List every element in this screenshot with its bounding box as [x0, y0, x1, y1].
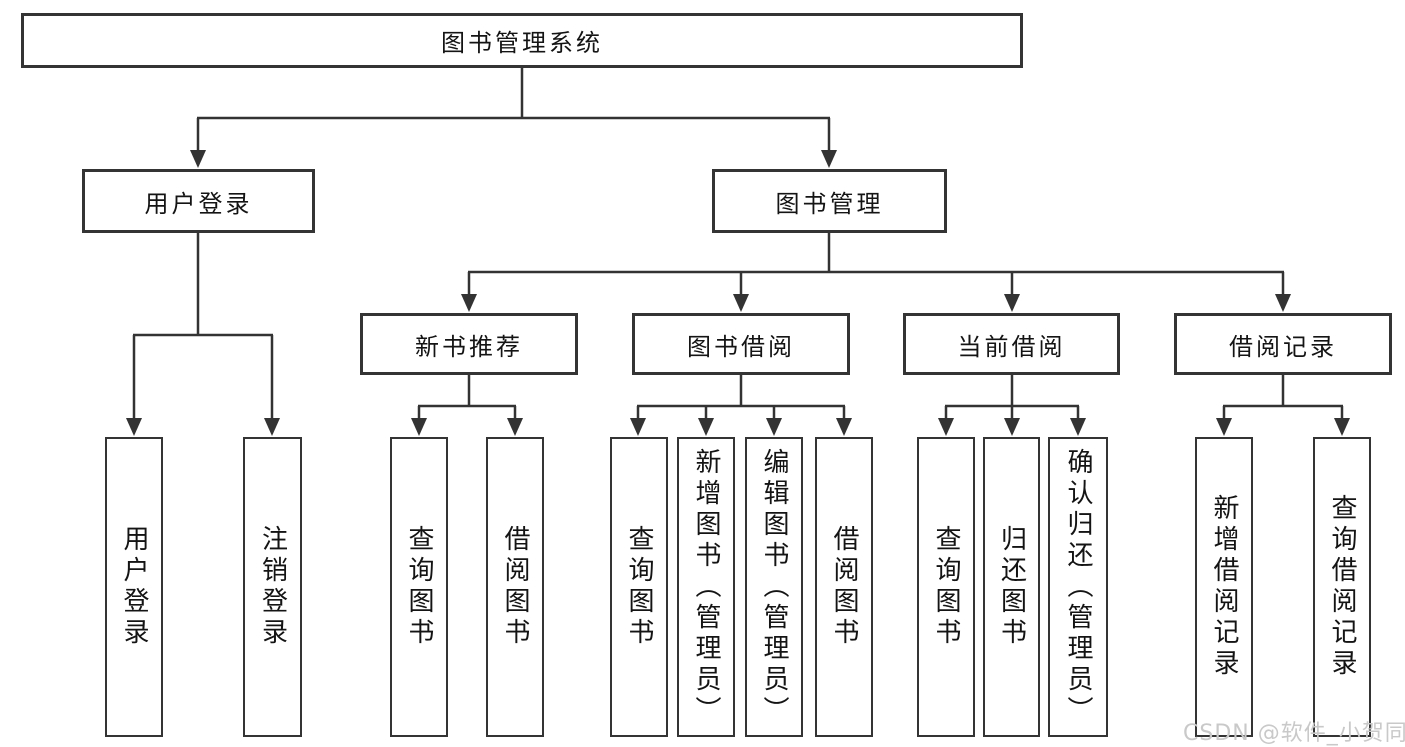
- node-book-borrowing: 图书借阅: [632, 313, 850, 375]
- leaf-add-borrow-record: 新增借阅记录: [1195, 437, 1253, 737]
- node-current-borrowing: 当前借阅: [903, 313, 1120, 375]
- leaf-add-books-admin: 新增图书（管理员）: [677, 437, 735, 737]
- node-borrowing-records-label: 借阅记录: [1229, 332, 1337, 361]
- leaf-query-books-borrowing: 查询图书: [610, 437, 668, 737]
- leaf-query-borrow-record-label: 查询借阅记录: [1327, 494, 1358, 680]
- node-book-management-label: 图书管理: [775, 189, 884, 218]
- arrowheads: [126, 150, 1350, 436]
- node-root-label: 图书管理系统: [441, 29, 603, 57]
- leaf-borrow-books-recommend-label: 借阅图书: [500, 525, 531, 649]
- node-user-login: 用户登录: [82, 169, 315, 233]
- leaf-query-borrow-record: 查询借阅记录: [1313, 437, 1371, 737]
- leaf-query-books-recommend-label: 查询图书: [404, 525, 435, 649]
- leaf-add-borrow-record-label: 新增借阅记录: [1209, 494, 1240, 680]
- leaf-query-books-recommend: 查询图书: [390, 437, 448, 737]
- leaf-borrow-books-borrowing-label: 借阅图书: [829, 525, 860, 649]
- node-user-login-label: 用户登录: [144, 189, 253, 218]
- leaf-logout-login-label: 注销登录: [257, 525, 288, 649]
- node-new-book-recommendation-label: 新书推荐: [415, 332, 523, 361]
- leaf-logout-login: 注销登录: [243, 437, 302, 737]
- node-current-borrowing-label: 当前借阅: [957, 332, 1066, 361]
- node-book-management: 图书管理: [712, 169, 947, 233]
- leaf-add-books-admin-label: 新增图书（管理员）: [691, 447, 722, 727]
- leaf-confirm-return-admin: 确认归还（管理员）: [1048, 437, 1108, 737]
- leaf-return-books-label: 归还图书: [996, 525, 1027, 649]
- node-borrowing-records: 借阅记录: [1174, 313, 1392, 375]
- leaf-borrow-books-borrowing: 借阅图书: [815, 437, 873, 737]
- leaf-edit-books-admin: 编辑图书（管理员）: [745, 437, 803, 737]
- leaf-user-login-label: 用户登录: [119, 525, 150, 649]
- leaf-confirm-return-admin-label: 确认归还（管理员）: [1063, 447, 1094, 727]
- leaf-user-login: 用户登录: [105, 437, 163, 737]
- csdn-watermark: CSDN @软件_小贺同学: [1183, 721, 1405, 746]
- leaf-query-books-borrowing-label: 查询图书: [624, 525, 655, 649]
- leaf-edit-books-admin-label: 编辑图书（管理员）: [759, 447, 790, 727]
- leaf-query-books-current-label: 查询图书: [931, 525, 962, 649]
- node-new-book-recommendation: 新书推荐: [360, 313, 578, 375]
- leaf-return-books: 归还图书: [983, 437, 1040, 737]
- leaf-borrow-books-recommend: 借阅图书: [486, 437, 544, 737]
- node-root-system: 图书管理系统: [21, 13, 1023, 68]
- node-book-borrowing-label: 图书借阅: [687, 332, 795, 361]
- leaf-query-books-current: 查询图书: [917, 437, 975, 737]
